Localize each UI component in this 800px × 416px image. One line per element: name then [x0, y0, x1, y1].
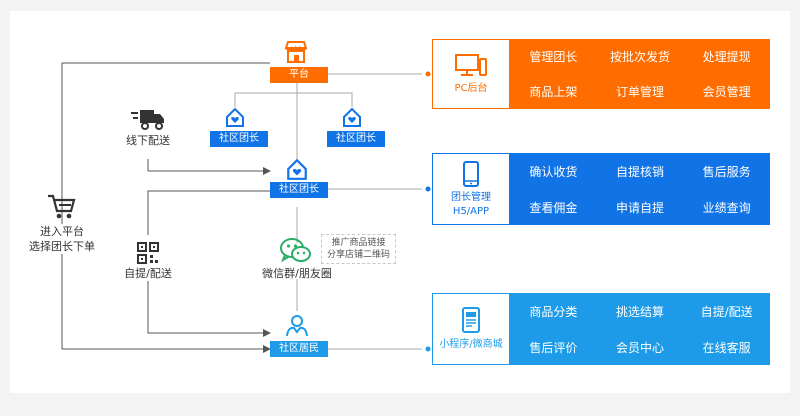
pickup-delivery-label: 自提/配送	[114, 266, 182, 281]
feature-list-products: 商品上架	[529, 85, 578, 99]
wechat-note-line1: 推广商品链接	[331, 238, 386, 248]
truck-icon	[131, 110, 164, 130]
feature-pickup-delivery: 自提/配送	[700, 304, 753, 319]
mini-program-name: 小程序/微商城	[439, 339, 503, 350]
cart-icon	[48, 194, 76, 219]
desktop-icon	[455, 54, 487, 76]
shop-icon	[284, 41, 308, 63]
enter-platform-line1: 进入平台	[40, 225, 84, 238]
feature-manage-leaders: 管理团长	[529, 50, 578, 64]
feature-view-commission: 查看佣金	[529, 200, 578, 215]
mini-program-panel: 小程序/微商城	[432, 293, 510, 365]
wechat-label: 微信群/朋友圈	[262, 267, 332, 280]
resident-label: 社区居民	[270, 341, 328, 357]
feature-pickup-verify: 自提核销	[615, 164, 664, 179]
community-leader-left-label: 社区团长	[210, 131, 268, 147]
enter-platform-label: 进入平台 选择团长下单	[24, 224, 100, 254]
feature-categories: 商品分类	[529, 304, 578, 319]
feature-apply-pickup: 申请自提	[615, 200, 664, 215]
home-heart-icon	[343, 107, 361, 127]
home-heart-icon	[226, 107, 244, 127]
feature-confirm-receipt: 确认收货	[529, 164, 578, 179]
feature-online-service: 在线客服	[702, 340, 751, 355]
feature-member-center: 会员中心	[615, 340, 664, 355]
phone-icon	[463, 160, 479, 187]
feature-order-manage: 订单管理	[615, 85, 664, 99]
feature-batch-ship: 按批次发货	[609, 50, 670, 64]
community-leader-main-label: 社区团长	[270, 182, 328, 198]
mini-program-features: 商品分类 挑选结算 自提/配送 售后评价 会员中心 在线客服	[510, 293, 770, 365]
feature-reviews: 售后评价	[529, 340, 578, 355]
pc-backend-panel: PC后台	[432, 39, 510, 109]
tablet-icon	[462, 307, 480, 333]
feature-member-manage: 会员管理	[702, 85, 751, 99]
community-leader-right-label: 社区团长	[327, 131, 385, 147]
leader-app-name-1: 团长管理	[451, 191, 491, 203]
diagram-canvas: 平台 社区团长 社区团长 社区团长 微信群/朋友圈 推广商品链接 分享店铺二维码…	[10, 11, 790, 393]
pc-backend-name: PC后台	[454, 83, 488, 94]
offline-delivery-label: 线下配送	[126, 134, 170, 147]
platform-label: 平台	[270, 67, 328, 83]
leader-app-features: 确认收货 自提核销 售后服务 查看佣金 申请自提 业绩查询	[510, 153, 770, 225]
enter-platform-line2: 选择团长下单	[29, 240, 95, 253]
feature-checkout: 挑选结算	[615, 304, 664, 319]
leader-app-panel: 团长管理 H5/APP	[432, 153, 510, 225]
qrcode-icon	[137, 242, 159, 264]
home-heart-icon	[287, 158, 307, 180]
leader-app-name-2: H5/APP	[452, 205, 490, 217]
person-icon	[286, 315, 308, 337]
feature-withdraw: 处理提现	[702, 50, 751, 64]
pc-backend-features: 管理团长 按批次发货 处理提现 商品上架 订单管理 会员管理	[510, 39, 770, 109]
wechat-icon	[280, 238, 311, 263]
feature-after-sales: 售后服务	[702, 164, 751, 179]
wechat-note: 推广商品链接 分享店铺二维码	[321, 234, 397, 264]
feature-performance: 业绩查询	[702, 200, 751, 215]
wechat-note-line2: 分享店铺二维码	[327, 250, 391, 260]
